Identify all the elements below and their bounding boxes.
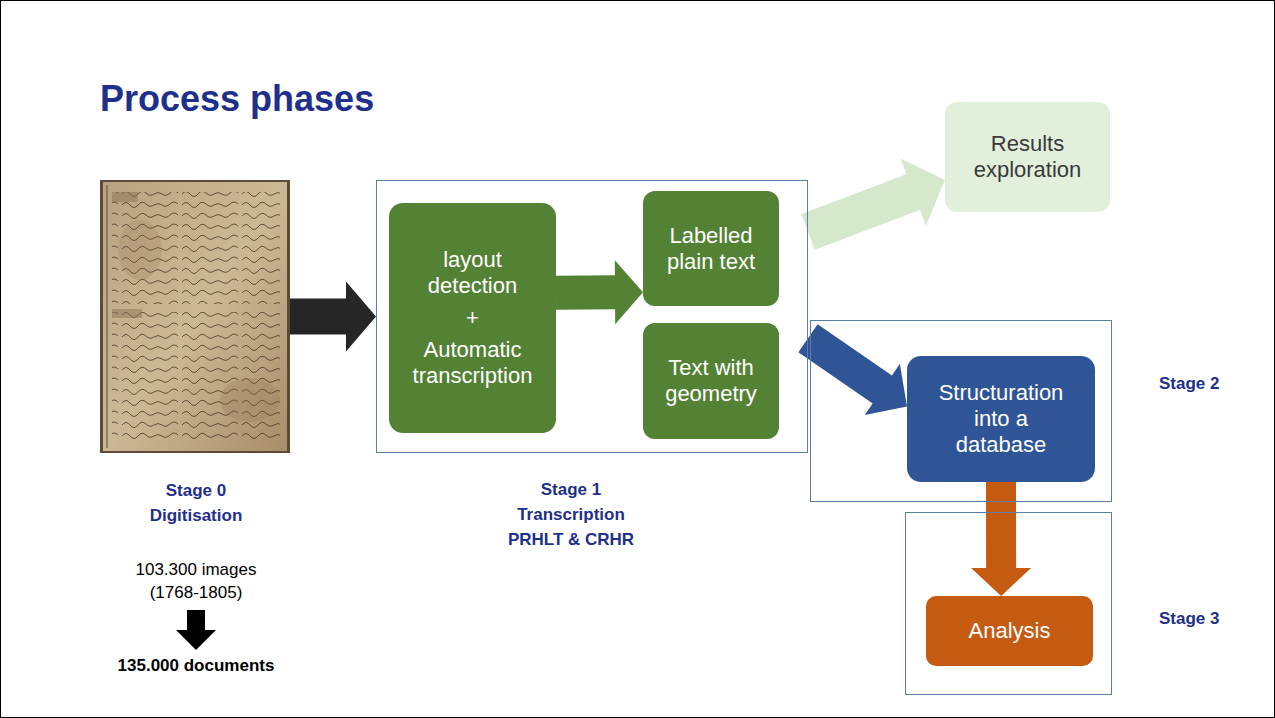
process-text: layout detection bbox=[403, 247, 543, 299]
process-box: Results exploration bbox=[945, 102, 1110, 212]
process-box: layout detection + Automatic transcription bbox=[389, 203, 556, 433]
block-arrow bbox=[290, 282, 376, 352]
digitised-page: Stage 0 Digitisation103.300 images (1768… bbox=[100, 180, 290, 453]
process-text: Automatic transcription bbox=[403, 337, 543, 389]
stage-heading: Stage 2 bbox=[1159, 373, 1249, 395]
stage-heading: Stage 0 Digitisation bbox=[136, 478, 256, 528]
output-text: Labelled plain text bbox=[653, 223, 769, 275]
stage-heading: Stage 1 Transcription PRHLT & CRHR bbox=[496, 477, 646, 552]
slide-title: Process phases bbox=[100, 78, 374, 120]
down-arrow bbox=[176, 610, 216, 650]
process-text: Results exploration bbox=[958, 131, 1098, 183]
output-text: Text with geometry bbox=[653, 355, 769, 407]
stage-box: Stage 3Analysis bbox=[905, 512, 1112, 695]
block-arrow bbox=[801, 158, 945, 249]
stage-heading: Stage 3 bbox=[1159, 608, 1249, 630]
process-text: + bbox=[466, 305, 479, 331]
block-arrow bbox=[798, 324, 907, 415]
stage-box: Stage 2Structuration into a database bbox=[810, 320, 1112, 502]
stage-box: Stage 1 Transcription PRHLT & CRHRlayout… bbox=[376, 180, 808, 453]
process-box: Structuration into a database bbox=[907, 356, 1095, 482]
output-box: Labelled plain text bbox=[643, 191, 779, 306]
block-arrow bbox=[971, 482, 1031, 596]
output-box: Text with geometry bbox=[643, 323, 779, 439]
process-box: Analysis bbox=[926, 596, 1093, 666]
process-text: Analysis bbox=[969, 618, 1051, 644]
document-count: 135.000 documents bbox=[86, 655, 306, 677]
manuscript-image bbox=[100, 180, 290, 453]
block-arrow bbox=[556, 260, 643, 324]
process-text: Structuration into a database bbox=[931, 380, 1071, 458]
image-count: 103.300 images (1768-1805) bbox=[131, 558, 261, 604]
